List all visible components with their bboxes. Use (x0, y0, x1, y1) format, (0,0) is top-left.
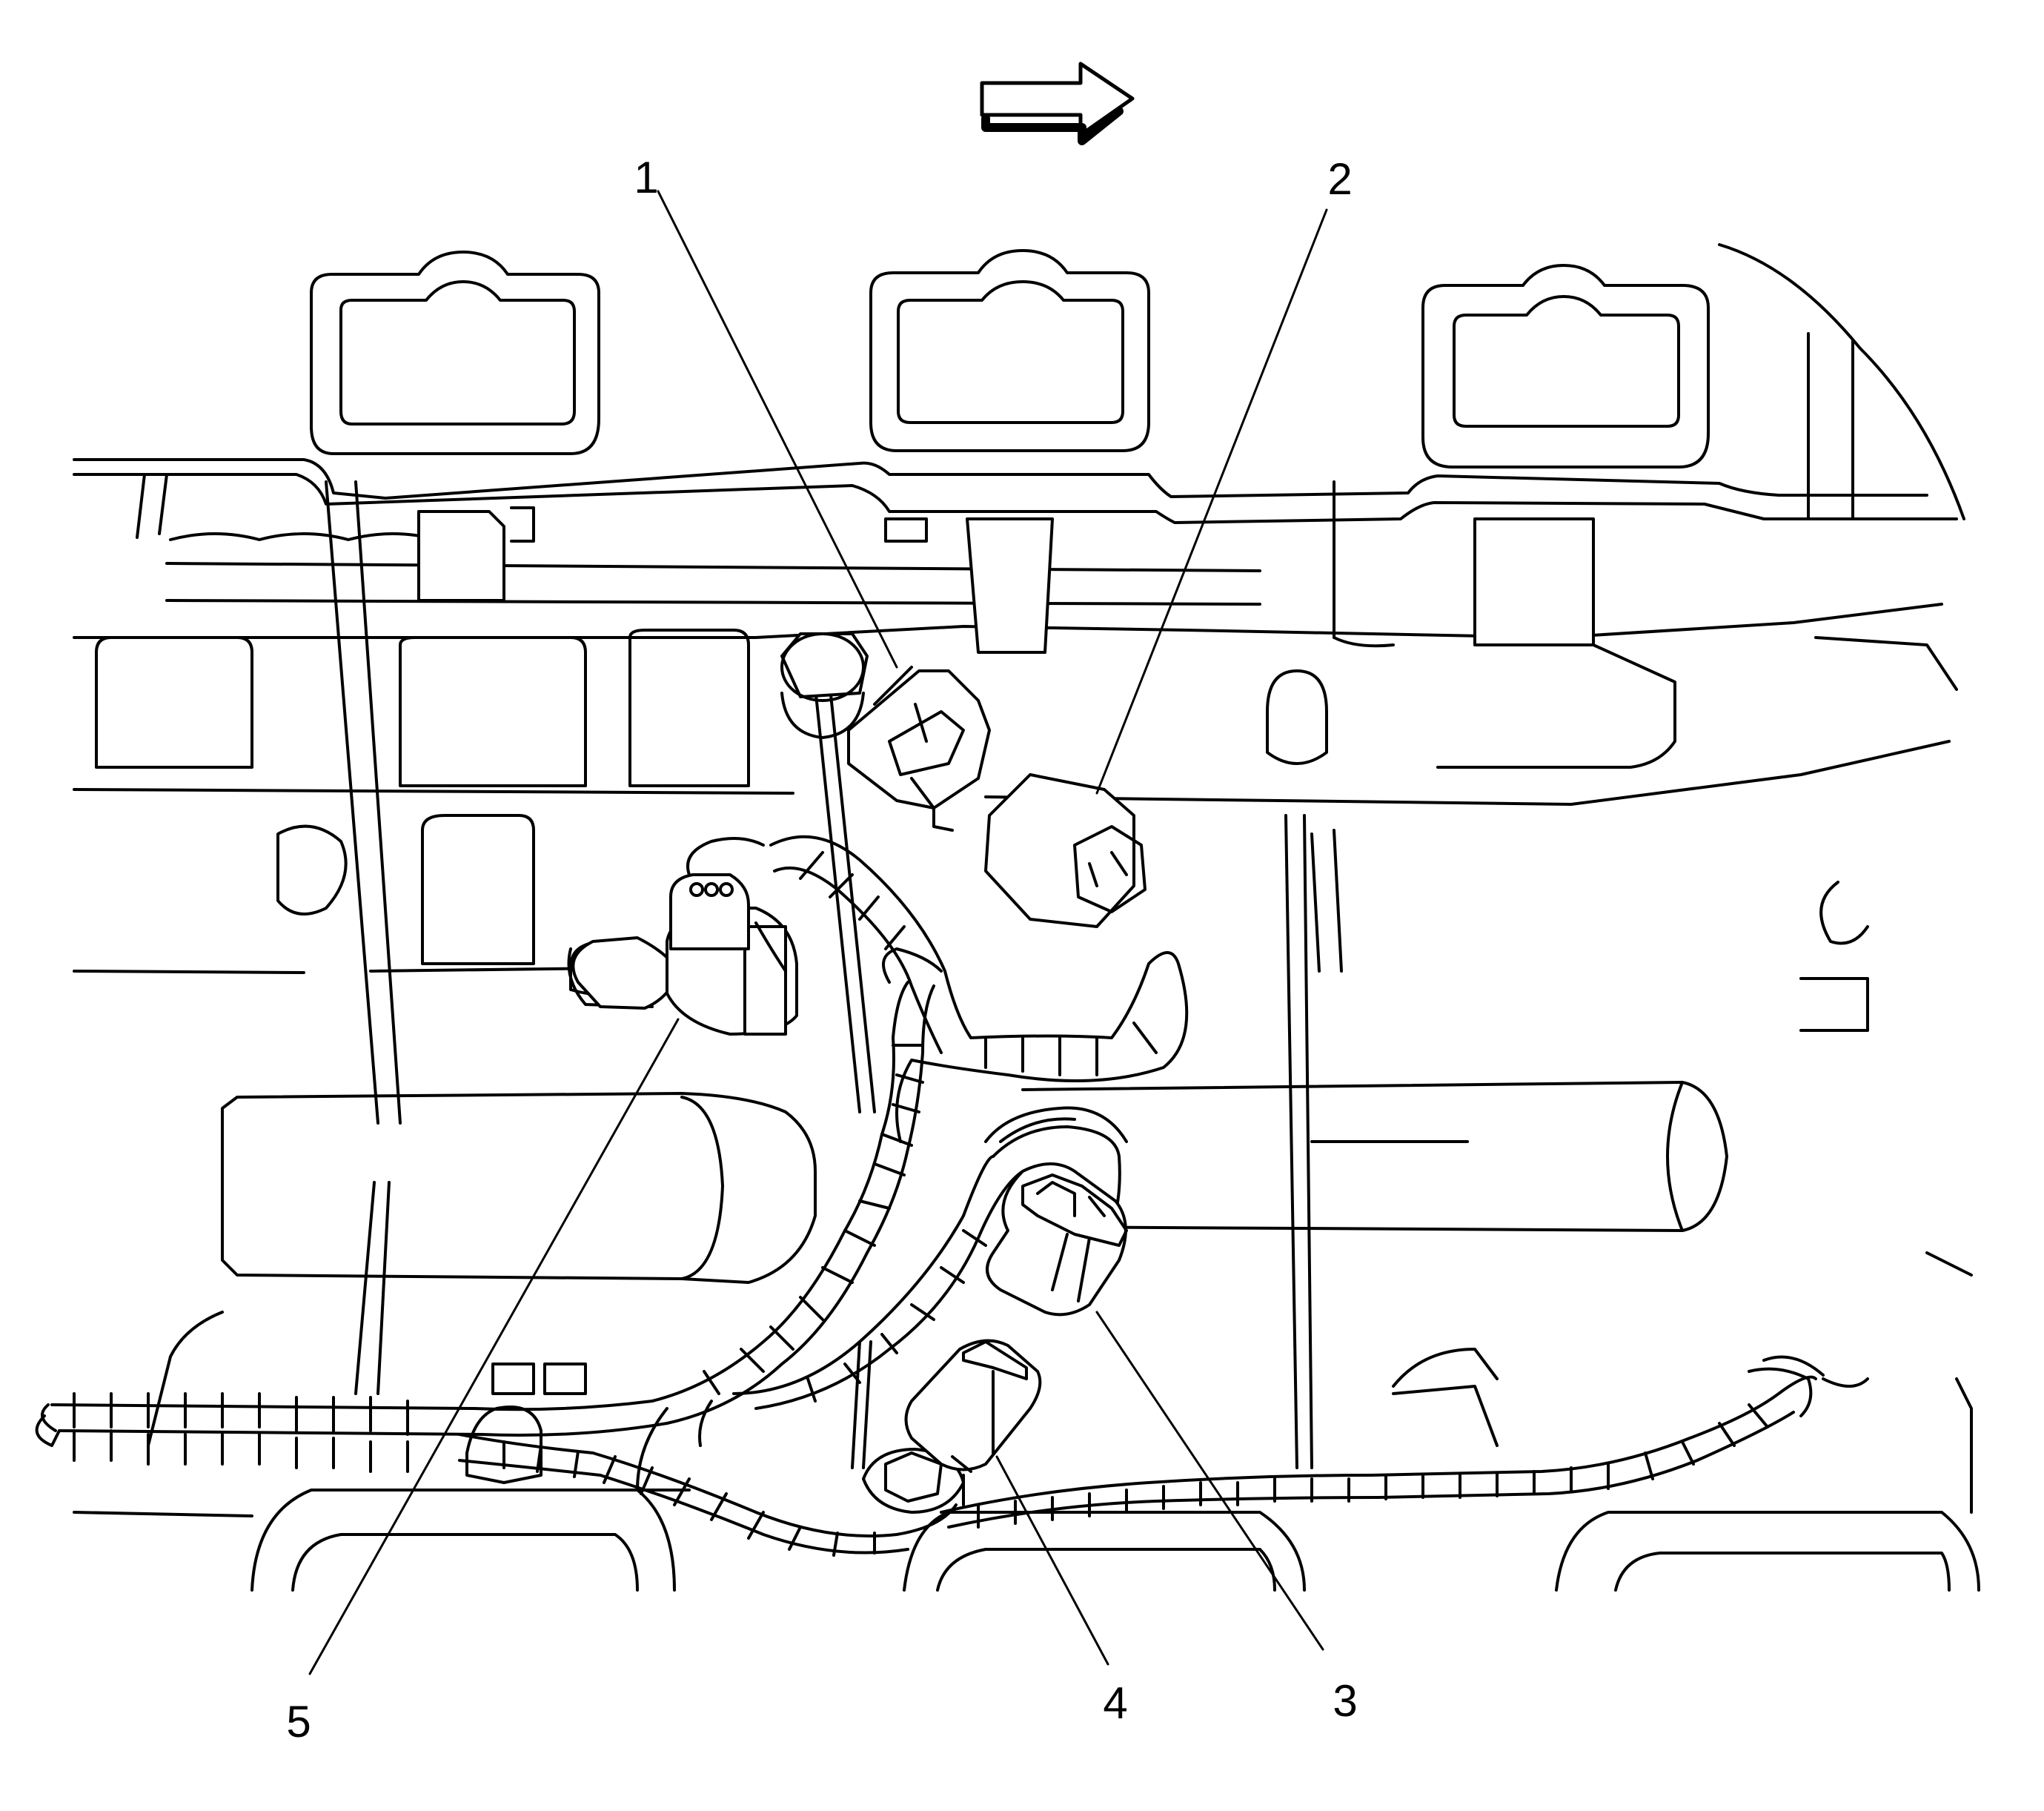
wiring-harness (35, 835, 1869, 1557)
right-arrow-icon (980, 62, 1135, 145)
bolt-bottom (862, 1448, 965, 1514)
callout-1: 1 (634, 153, 658, 202)
ignition-coil-3 (1421, 264, 1710, 469)
crossover-tube (221, 1081, 1728, 1284)
manifold-upper-rail (73, 243, 1965, 974)
callout-2: 2 (1327, 154, 1352, 204)
callout-leaders (308, 190, 1328, 1675)
harness-connector-3 (986, 1162, 1128, 1317)
knock-sensor-connector (847, 666, 991, 832)
callout-4: 4 (1103, 1678, 1127, 1728)
bolt-top (780, 632, 869, 739)
sensor-4 (904, 1339, 1042, 1506)
harness-connector (984, 773, 1147, 928)
vacuum-lines (325, 480, 1313, 1469)
callout-5: 5 (286, 1697, 311, 1747)
callout-labels: 1 2 3 4 5 (286, 153, 1357, 1747)
fuel-rail (95, 473, 1869, 1032)
callout-3: 3 (1333, 1676, 1357, 1726)
lower-manifold (73, 1251, 1980, 1592)
ignition-coil-1 (310, 251, 600, 455)
knock-sensor (571, 837, 798, 1036)
bolt-right (1266, 669, 1328, 765)
ignition-coil-2 (869, 249, 1150, 452)
